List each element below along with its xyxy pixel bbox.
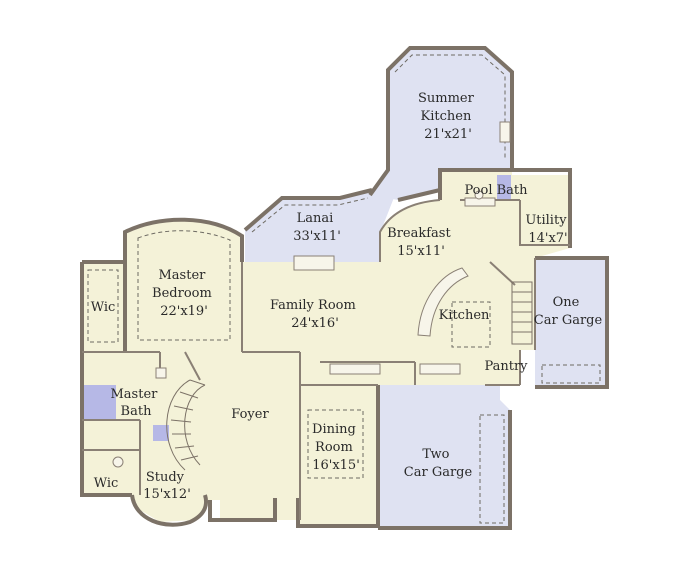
two-car-garage-area: [378, 385, 510, 528]
pool-bath-shower: [497, 175, 511, 199]
room-fills: [82, 48, 607, 528]
wic-upper-label: Wic: [91, 300, 116, 315]
lanai-area: [245, 190, 395, 262]
summer-kitchen-area: [370, 48, 512, 200]
two-car-garage-label: Two Car Garge: [404, 447, 473, 480]
summer-kitchen-label: Summer Kitchen 21'x21': [418, 91, 478, 142]
room-labels: Summer Kitchen 21'x21' Pool Bath Utility…: [91, 91, 603, 502]
family-room-label: Family Room 24'x16': [270, 298, 360, 331]
one-car-garage-area: [535, 260, 607, 385]
kitchen-label: Kitchen: [439, 308, 490, 323]
master-bath-shower: [153, 425, 169, 441]
pool-bath-label: Pool Bath: [464, 183, 528, 198]
one-car-garage-label: One Car Garge: [534, 295, 603, 328]
fixtures: [112, 121, 511, 468]
master-bath-label: Master Bath: [110, 387, 161, 419]
master-bath-tub: [84, 385, 116, 420]
stairs: [166, 281, 533, 471]
breakfast-label: Breakfast 15'x11': [387, 226, 455, 259]
dashed-outlines: [87, 54, 601, 524]
walls: [80, 46, 609, 530]
wic-lower-label: Wic: [94, 476, 119, 491]
utility-label: Utility 14'x7': [525, 213, 570, 246]
foyer-label: Foyer: [231, 407, 269, 422]
foyer-area: [202, 379, 298, 475]
lanai-label: Lanai 33'x11': [293, 211, 341, 244]
study-label: Study 15'x12': [143, 470, 191, 502]
pantry-label: Pantry: [484, 359, 528, 374]
dining-room-label: Dining Room 16'x15': [312, 422, 360, 473]
master-bedroom-label: Master Bedroom 22'x19': [152, 268, 216, 319]
